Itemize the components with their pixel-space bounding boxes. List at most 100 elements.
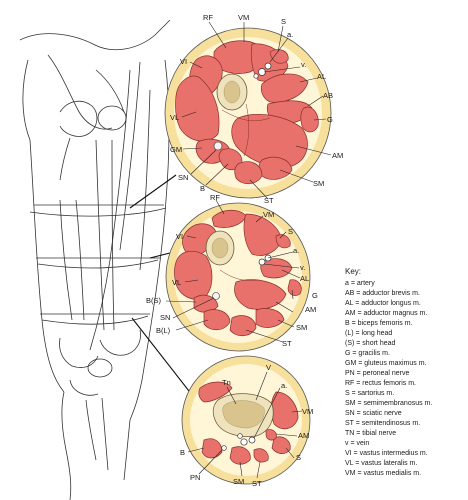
lower-semitendinosus bbox=[253, 448, 269, 463]
key-item: AB = adductor brevis m. bbox=[345, 290, 420, 297]
lower-cross-section bbox=[181, 355, 311, 485]
lower-labels: Tn V a. VM AM B S PN SM ST bbox=[180, 363, 313, 488]
upper-label-sm: SM bbox=[313, 179, 324, 188]
lower-peroneal-nerve bbox=[221, 445, 227, 451]
key-item: G = gracilis m. bbox=[345, 350, 390, 357]
upper-label-sn: SN bbox=[178, 173, 188, 182]
key-item: RF = rectus femoris m. bbox=[345, 380, 416, 387]
middle-vastus-medialis bbox=[243, 213, 283, 256]
upper-labels: RF VM S a. v. AL AB VI VL G GM AM SN B S… bbox=[170, 13, 343, 205]
middle-biceps-short-head bbox=[193, 294, 219, 313]
lower-popliteal-artery bbox=[248, 436, 256, 444]
middle-adductor-magnus bbox=[234, 279, 287, 310]
middle-label-vm: VM bbox=[263, 210, 274, 219]
middle-label-st: ST bbox=[282, 339, 292, 348]
middle-label-vi: VI bbox=[176, 232, 183, 241]
middle-label-s: S bbox=[288, 227, 293, 236]
upper-vastus-lateralis bbox=[175, 75, 220, 142]
middle-label-sn: SN bbox=[160, 313, 170, 322]
upper-label-vi: VI bbox=[180, 57, 187, 66]
lower-label-a: a. bbox=[281, 381, 287, 390]
upper-label-al: AL bbox=[317, 72, 326, 81]
lower-label-sm: SM bbox=[233, 477, 244, 486]
key-item: v = vein bbox=[345, 440, 369, 447]
key-item: VI = vastus intermedius m. bbox=[345, 450, 428, 457]
leader-lines bbox=[165, 21, 332, 479]
upper-label-ab: AB bbox=[323, 91, 333, 100]
key-item: SM = semimembranosus m. bbox=[345, 400, 432, 407]
lower-biceps-femoris bbox=[201, 438, 223, 459]
lower-popliteal-vein bbox=[240, 438, 248, 446]
middle-vastus-lateralis bbox=[174, 250, 213, 300]
leg-outline-drawing bbox=[19, 19, 171, 500]
lower-adductor-magnus-tendon bbox=[265, 429, 277, 441]
lower-label-vm: VM bbox=[302, 407, 313, 416]
upper-femur-marrow bbox=[223, 80, 241, 104]
key-item: AM = adductor magnus m. bbox=[345, 310, 427, 317]
middle-femoral-vein bbox=[258, 258, 266, 266]
key-item: VL = vastus lateralis m. bbox=[345, 460, 417, 467]
middle-gracilis bbox=[287, 279, 302, 296]
lower-label-s: S bbox=[296, 453, 301, 462]
middle-semimembranosus bbox=[255, 308, 285, 328]
upper-label-rf: RF bbox=[203, 13, 213, 22]
lower-label-tn: Tn bbox=[222, 378, 231, 387]
upper-biceps-femoris bbox=[218, 148, 243, 171]
upper-label-am: AM bbox=[332, 151, 343, 160]
lower-tibial-nerve bbox=[237, 433, 243, 439]
key-item: (L) = long head bbox=[345, 330, 392, 337]
upper-label-a: a. bbox=[287, 30, 293, 39]
lower-label-v: V bbox=[266, 363, 271, 372]
lower-label-st: ST bbox=[252, 479, 262, 488]
upper-label-vm: VM bbox=[238, 13, 249, 22]
middle-label-bs: B(S) bbox=[146, 296, 162, 305]
key-item: PN = peroneal nerve bbox=[345, 370, 410, 377]
upper-label-g: G bbox=[327, 115, 333, 124]
key-item: AL = adductor longus m. bbox=[345, 300, 421, 307]
key-item: SN = sciatic nerve bbox=[345, 410, 402, 417]
key-item: VM = vastus medialis m. bbox=[345, 470, 421, 477]
upper-semitendinosus bbox=[234, 161, 263, 185]
lower-label-pn: PN bbox=[190, 473, 200, 482]
lower-femur-marrow bbox=[222, 400, 265, 429]
upper-label-s: S bbox=[281, 17, 286, 26]
upper-cross-section bbox=[164, 27, 332, 199]
upper-gracilis bbox=[300, 106, 319, 133]
key-item: (S) = short head bbox=[345, 340, 395, 347]
middle-label-g: G bbox=[312, 291, 318, 300]
key-title: Key: bbox=[345, 267, 361, 276]
key-item: B = biceps femoris m. bbox=[345, 320, 413, 327]
upper-label-gm: GM bbox=[170, 145, 182, 154]
upper-label-b: B bbox=[200, 184, 205, 193]
key-item: TN = tibial nerve bbox=[345, 430, 396, 437]
upper-label-vl: VL bbox=[170, 113, 179, 122]
upper-sciatic-nerve bbox=[213, 141, 223, 151]
lower-label-am: AM bbox=[298, 431, 309, 440]
lower-sartorius bbox=[271, 436, 291, 454]
middle-sciatic-nerve bbox=[212, 292, 220, 300]
middle-labels: RF VM VI S a. v. AL VL G B(S) AM SN SM B… bbox=[146, 193, 318, 348]
middle-adductor-longus bbox=[260, 258, 293, 279]
upper-adductor-magnus bbox=[231, 114, 308, 168]
upper-deep-vessel bbox=[253, 73, 259, 79]
middle-label-am: AM bbox=[305, 305, 316, 314]
lower-vastus-lateralis bbox=[198, 381, 233, 403]
key-legend: Key: a = artery AB = adductor brevis m. … bbox=[345, 267, 432, 477]
upper-label-st: ST bbox=[264, 196, 274, 205]
middle-label-rf: RF bbox=[210, 193, 220, 202]
middle-label-sm: SM bbox=[296, 323, 307, 332]
middle-label-v: v. bbox=[300, 263, 305, 272]
middle-label-bl: B(L) bbox=[156, 326, 171, 335]
middle-label-a: a. bbox=[293, 246, 299, 255]
upper-adductor-longus bbox=[260, 73, 309, 103]
lower-label-b: B bbox=[180, 448, 185, 457]
middle-semitendinosus bbox=[229, 315, 257, 337]
middle-cross-section bbox=[165, 202, 311, 352]
middle-label-al: AL bbox=[300, 274, 309, 283]
middle-femur-marrow bbox=[211, 237, 229, 259]
key-item: S = sartorius m. bbox=[345, 390, 394, 397]
upper-femoral-artery bbox=[264, 62, 272, 70]
key-item: a = artery bbox=[345, 280, 375, 287]
upper-label-v: v. bbox=[301, 60, 306, 69]
